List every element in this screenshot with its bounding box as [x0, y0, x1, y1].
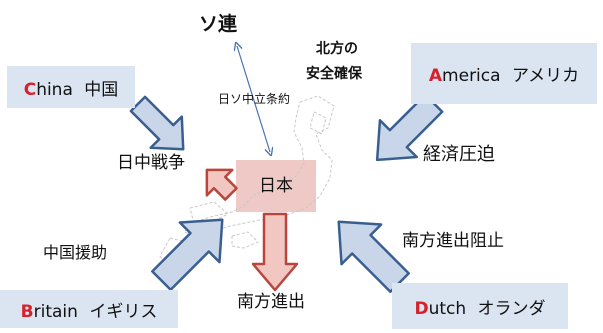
britain-pressure-arrow [151, 218, 224, 291]
america-jp: アメリカ [511, 66, 580, 86]
aid-to-china-label: 中国援助 [43, 243, 108, 262]
china-jp: 中国 [84, 79, 119, 100]
dutch-jp: オランダ [477, 298, 546, 319]
economic-pressure-label: 経済圧迫 [423, 144, 495, 165]
sino-japanese-war-label: 日中戦争 [117, 153, 185, 173]
north-security-line1: 北方の [316, 41, 358, 57]
ussr-label: ソ連 [199, 13, 238, 35]
dutch-pressure-arrow [337, 220, 410, 293]
dutch-initial: D [414, 298, 429, 319]
america-name-rest: merica [442, 66, 501, 86]
dutch-name-rest: utch [428, 298, 467, 319]
dutch-box: Dutch オランダ [392, 283, 568, 329]
britain-jp: イギリス [89, 301, 158, 322]
america-initial: A [428, 66, 443, 86]
neutrality-pact-label: 日ソ中立条約 [218, 92, 291, 106]
china-pressure-arrow [129, 95, 185, 151]
ussr-japan-arrow [237, 46, 270, 152]
china-box: China 中国 [7, 66, 135, 108]
block-south-advance-label: 南方進出阻止 [402, 231, 504, 251]
america-box: America アメリカ [411, 43, 597, 104]
china-initial: C [23, 79, 37, 100]
north-security-line2: 安全確保 [306, 66, 362, 82]
southern-advance-label: 南方進出 [237, 292, 305, 312]
britain-box: Britain イギリス [0, 290, 178, 328]
southern-advance-arrow [251, 212, 299, 292]
britain-initial: B [20, 301, 34, 322]
japan-highlight [236, 160, 316, 212]
china-name-rest: hina [36, 79, 73, 100]
sino-war-arrow [205, 168, 238, 201]
japan-label: 日本 [259, 176, 293, 196]
britain-name-rest: ritain [33, 301, 78, 322]
